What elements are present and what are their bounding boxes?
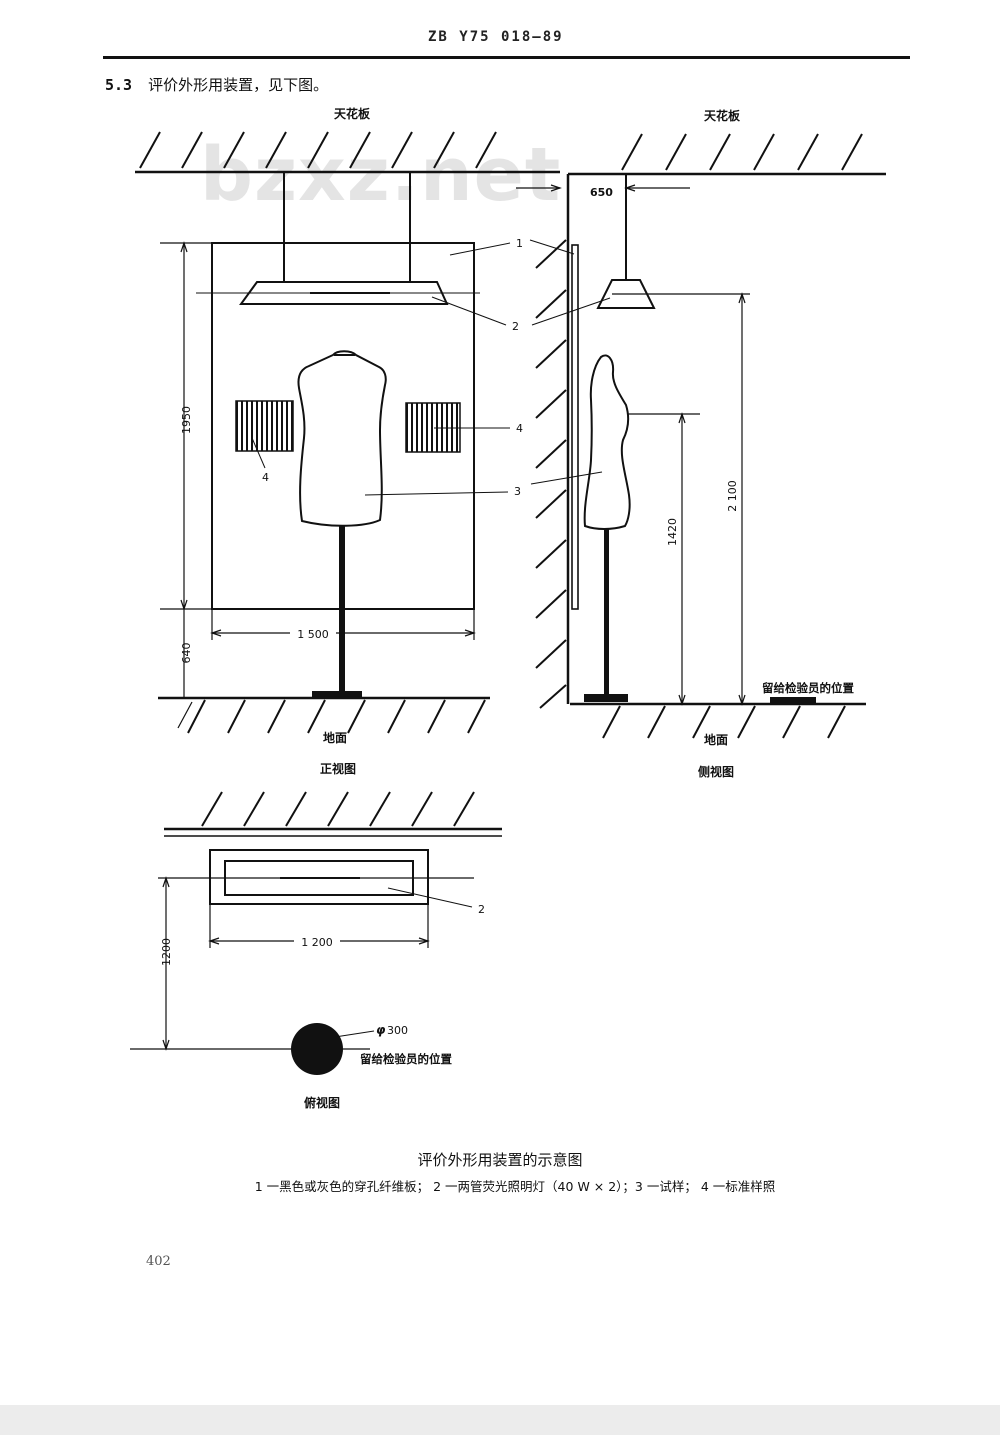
front-callout-4-right: 4 <box>516 422 523 435</box>
side-dim-650-label: 650 <box>590 186 613 199</box>
side-dim-2100-label: 2 100 <box>726 480 739 512</box>
front-leader-2 <box>431 296 507 326</box>
watermark: bzxz.net <box>200 132 562 218</box>
side-mannequin-base <box>584 694 628 702</box>
side-leader-1 <box>529 239 575 255</box>
front-floor-hatch <box>187 699 486 734</box>
top-diameter-symbol: φ <box>376 1023 386 1037</box>
top-dim-width-label: 1 200 <box>301 936 333 949</box>
side-mannequin-pole <box>604 528 609 696</box>
front-callout-3: 3 <box>514 485 521 498</box>
side-fiber-board <box>571 244 579 610</box>
side-floor-label: 地面 <box>704 732 728 747</box>
top-leader-2 <box>387 887 473 908</box>
front-leader-3 <box>364 491 509 496</box>
top-wall-hatch <box>201 791 475 827</box>
standard-code-header: ZB Y75 018—89 <box>428 30 564 45</box>
side-view: 天花板 <box>516 108 886 779</box>
top-inspector-label: 留给检验员的位置 <box>360 1052 452 1066</box>
front-dim-1500-label: 1 500 <box>297 628 329 641</box>
side-wall-hatch <box>535 239 567 709</box>
section-text: 评价外形用装置，见下图。 <box>148 76 329 94</box>
top-callout-2: 2 <box>478 903 485 916</box>
front-callout-2: 2 <box>512 320 519 333</box>
front-callout-1: 1 <box>516 237 523 250</box>
section-heading: 5.3 评价外形用装置，见下图。 <box>105 75 328 95</box>
side-leader-3 <box>530 471 603 485</box>
header-rule <box>103 56 910 59</box>
top-view-label: 俯视图 <box>304 1095 340 1110</box>
side-leader-2 <box>531 297 611 326</box>
top-view: 2 1 200 1200 φ 300 留给检验员的位置 俯视图 <box>130 791 502 1110</box>
front-leader-1 <box>449 242 511 256</box>
front-leader-4-left <box>251 437 266 469</box>
front-mannequin-pole <box>339 525 345 695</box>
front-dim-640-tick <box>177 701 193 729</box>
top-inspector-position-circle <box>291 1023 343 1075</box>
front-dim-1950-label: 1950 <box>180 406 193 434</box>
front-floor-label: 地面 <box>323 730 347 745</box>
side-ceiling-label: 天花板 <box>704 108 741 123</box>
front-dim-640-label: 640 <box>180 643 193 664</box>
front-ceiling-hatch <box>139 131 497 169</box>
top-dim-depth-label: 1200 <box>160 938 173 966</box>
figure-caption-legend: 1 一黑色或灰色的穿孔纤维板； 2 一两管荧光照明灯（40 W × 2）；3 一… <box>254 1179 776 1194</box>
side-view-label: 侧视图 <box>698 764 734 779</box>
side-dim-1420-label: 1420 <box>666 518 679 546</box>
viewer-bottom-bar <box>0 1405 1000 1435</box>
top-diameter-leader <box>334 1030 375 1038</box>
side-inspector-position-marker <box>770 697 816 704</box>
top-diameter-label: 300 <box>387 1024 408 1037</box>
side-floor-hatch <box>602 705 846 739</box>
front-mannequin-torso <box>297 350 387 527</box>
front-view-label: 正视图 <box>320 761 356 776</box>
page-number: 402 <box>146 1254 171 1269</box>
section-number: 5.3 <box>105 76 133 94</box>
side-mannequin-torso <box>583 354 631 530</box>
figure-caption-title: 评价外形用装置的示意图 <box>417 1151 583 1169</box>
front-view: 天花板 <box>135 106 560 776</box>
side-inspector-label: 留给检验员的位置 <box>762 681 854 695</box>
side-ceiling-hatch <box>621 133 863 171</box>
front-mannequin-base <box>312 691 362 698</box>
front-callout-4-left: 4 <box>262 471 269 484</box>
front-standard-photo-left <box>235 400 294 452</box>
top-lamp-outer <box>209 849 429 905</box>
front-dim-1500-label-bg <box>290 626 336 640</box>
front-dim-1950-arrow-top <box>180 241 188 253</box>
front-ceiling-label: 天花板 <box>334 106 371 121</box>
front-dim-1500-arrow-left <box>210 629 222 637</box>
front-dim-1500-arrow-right <box>464 629 476 637</box>
